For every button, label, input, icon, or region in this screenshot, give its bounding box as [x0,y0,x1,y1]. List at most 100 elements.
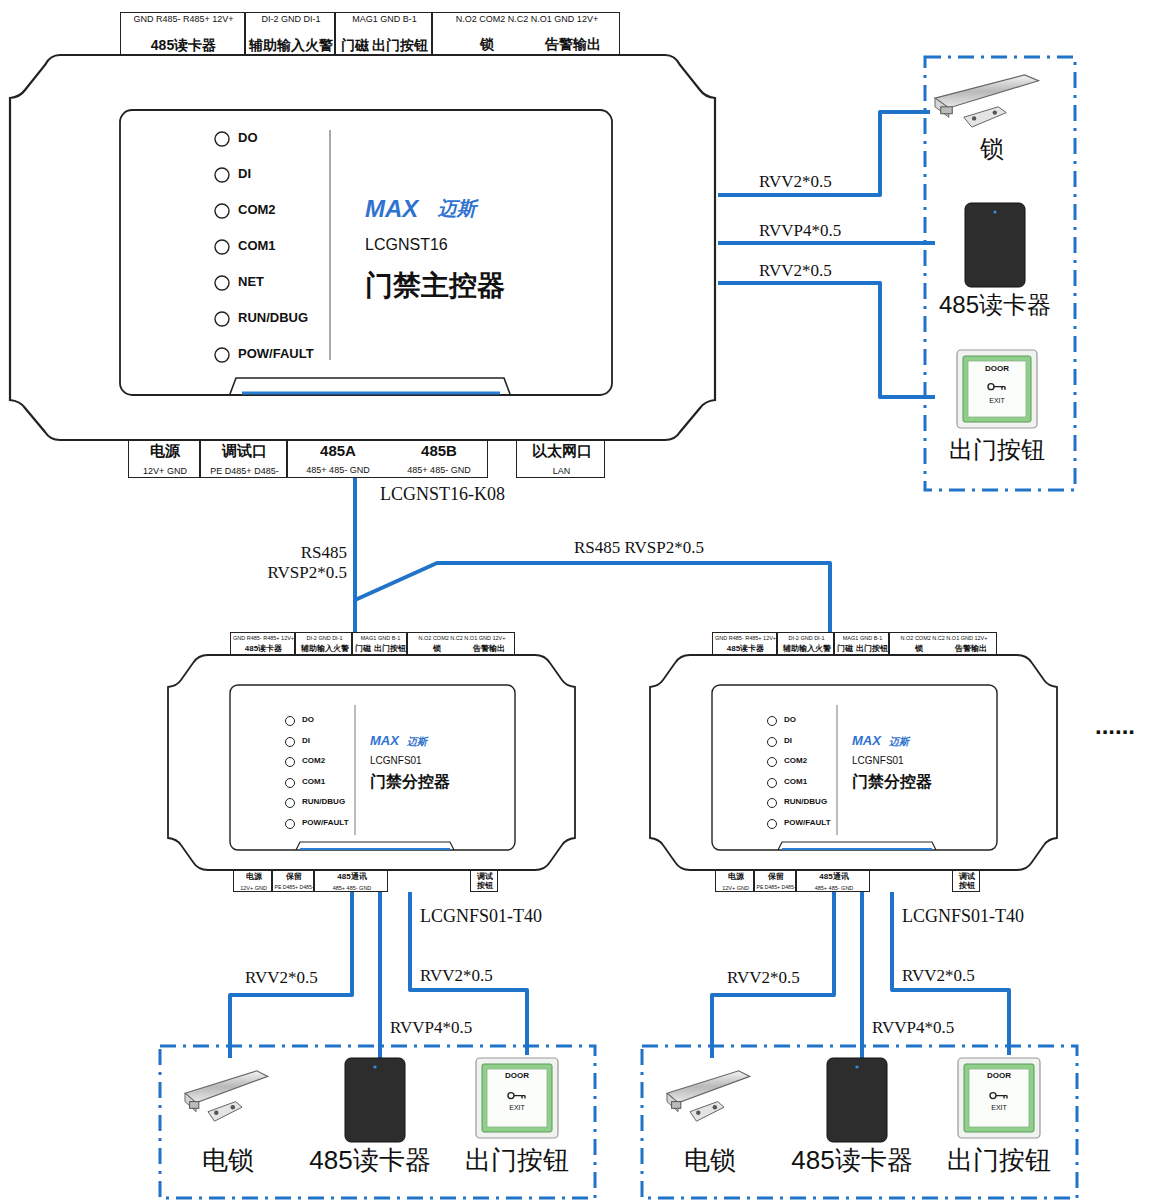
cable-spec-label: RVV2*0.5 [900,966,977,986]
label-text: N.O2 COM2 N.C2 N.O1 GND 12V+ [456,15,598,25]
controller-outline [168,655,575,870]
strike-plate [690,1102,724,1122]
device-group [642,1046,1077,1198]
label-text: LCGNST16 [365,236,448,254]
terminal-block: 调试按钮 [952,870,980,892]
terminal-block: 电源12V+ GND [233,870,272,892]
cable-spec-label: RVV2*0.5 [418,966,495,986]
panel-divider [837,705,838,835]
label-text: EXIT [989,397,1005,405]
key-symbol [994,387,1005,390]
model-number: LCGNFS01-T40 [418,906,544,927]
button-plate [958,1058,1040,1138]
led-indicator [286,758,295,767]
controller-housing [650,655,1057,870]
reader-led [373,1065,376,1068]
terminal-block: 485A485B485+ 485- GND485+ 485- GND [287,440,488,478]
lock-body [185,1071,268,1103]
label-text: 保留 [286,873,302,882]
button-face [487,1069,547,1127]
label-text: PE D485+ D485- [275,885,314,891]
label-text: 迈斯 [407,736,427,747]
label-text: NET [238,275,264,289]
strike-plate [208,1102,242,1122]
reader-body [345,1058,405,1142]
screw-hole [696,1111,700,1115]
led-indicator [768,779,777,788]
key-symbol [508,1093,514,1099]
led-indicator [215,348,229,362]
label-text: RUN/DBUG [784,798,827,807]
label-text: 485读卡器 [151,38,216,53]
label-text: 迈斯 [889,736,909,747]
screw-hole [231,1105,235,1109]
label-text: GND R485- R485+ 12V+ [715,635,776,641]
label-text: EXIT [991,1104,1007,1112]
label-text: 12V+ GND [722,885,749,891]
label-text: 485通讯 [337,873,366,882]
label-text: DI-2 GND DI-1 [788,635,824,641]
terminal-block: MAG1 GND B-1 门磁 出门按钮 [834,632,889,655]
terminal-block: N.O2 COM2 N.C2 N.O1 GND 12V+锁告警输出 [432,12,620,55]
terminal-block: N.O2 COM2 N.C2 N.O1 GND 12V+锁告警输出 [889,632,997,655]
button-face [968,361,1026,417]
card-reader-device: 485读卡器 [777,1058,927,1178]
label-text: DO [238,131,258,145]
screw-hole [993,110,997,114]
controller-housing [10,55,715,440]
label-text: 迈斯 [438,199,476,220]
label-text: 告警输出 [473,645,505,654]
controller-box: DODICOM2COM1NETRUN/DBUGPOW/FAULTMAX迈斯LCG… [10,10,718,478]
label-text: PE D485+ D485- [210,467,278,477]
led-indicator [286,799,295,808]
lock-device: 锁 [930,63,1055,170]
screw-hole [214,1111,218,1115]
panel-light-bar [242,392,500,395]
label-text: EXIT [509,1104,525,1112]
front-panel [230,685,515,850]
button-frame [963,356,1031,422]
label-text: COM1 [302,778,325,787]
label-text: 门禁分控器 [852,773,932,791]
label-text: 调试按钮 [959,873,976,891]
cable-connector [378,892,382,1058]
label-text: MAX [365,196,418,222]
label-text: 门磁 出门按钮 [341,38,429,53]
panel-tab [230,378,510,394]
label-text: 告警输出 [955,645,987,654]
label-text: DO [302,716,314,725]
button-frame [964,1064,1034,1132]
panel-divider [355,705,356,835]
label-text: DI [784,737,792,746]
label-text: COM2 [302,757,325,766]
label-text: 门禁分控器 [370,773,450,791]
label-text: COM1 [238,239,276,253]
label-text: 出门按钮 [949,437,1045,463]
label-text: MAG1 GND B-1 [843,635,882,641]
label-text: 电锁 [202,1146,254,1175]
label-text: 锁 [980,136,1004,162]
node-figure [10,10,718,478]
lock-bolt [672,1102,681,1109]
device-group [925,57,1075,490]
label-text: 门磁 出门按钮 [837,645,887,654]
button-plate [957,350,1037,428]
lock-body [667,1071,750,1103]
cable-connector [355,478,830,632]
led-indicator [768,799,777,808]
label-text: MAG1 GND B-1 [352,15,417,25]
controller-housing [168,655,575,870]
led-indicator [768,820,777,829]
label-text: DI-2 GND DI-1 [261,15,320,25]
cable-spec-label: RVVP4*0.5 [870,1018,956,1038]
model-number: LCGNST16-K08 [378,484,507,505]
label-text: N.O2 COM2 N.C2 N.O1 GND 12V+ [901,635,988,641]
terminal-block: 电源12V+ GND [715,870,754,892]
card-reader-device: 485读卡器 [295,1058,445,1178]
terminal-block: GND R485- R485+ 12V+485读卡器 [120,12,245,55]
device-group [160,1046,595,1198]
terminal-block: MAG1 GND B-1 门磁 出门按钮 [335,12,432,55]
label-text: 告警输出 [545,37,601,52]
lock-body [935,75,1039,108]
cable-spec-label: RVV2*0.5 [757,172,834,192]
